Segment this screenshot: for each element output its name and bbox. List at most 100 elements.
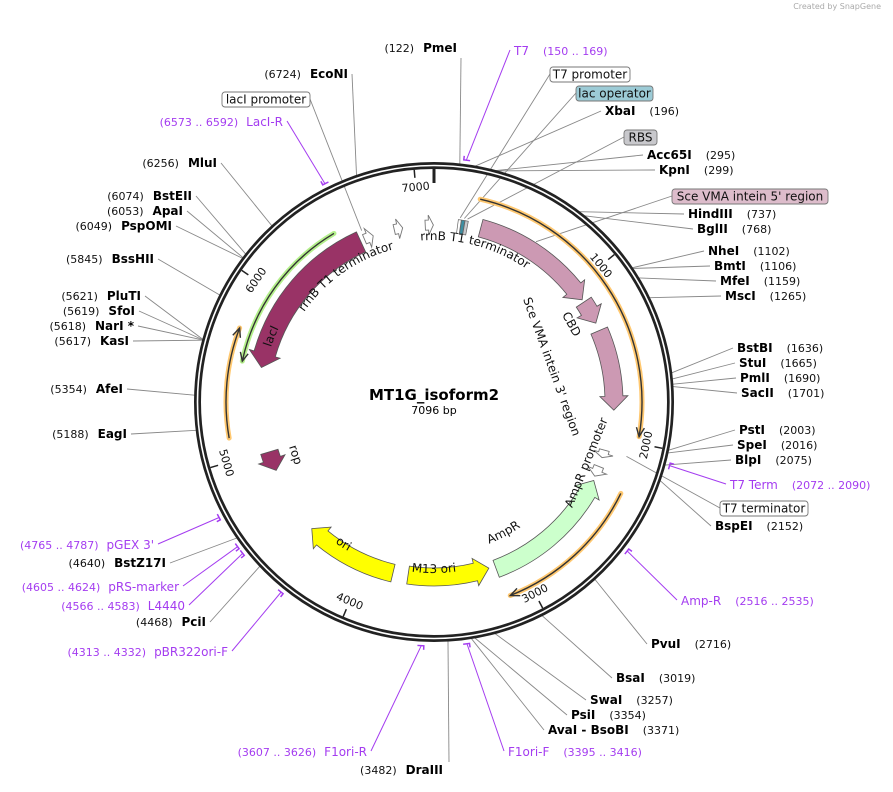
site-position: (5617): [54, 335, 91, 348]
site-leader-line: [594, 579, 648, 645]
primer-name: pGEX 3': [107, 538, 154, 552]
orf-arc-glow: [223, 325, 243, 441]
tick-label: 4000: [334, 590, 365, 613]
site-leader-line: [351, 73, 357, 176]
feature-box: [575, 85, 654, 102]
site-name: PciI: [182, 615, 207, 629]
site-position: (2152): [767, 520, 804, 533]
site-label-text: (6724)EcoNI: [264, 67, 348, 81]
site-label-text: (5188) EagI: [52, 427, 127, 441]
orf-arc: [225, 327, 241, 439]
site-label-text: (6074)BstEII: [107, 189, 192, 203]
site-label-text: StuI(1665): [739, 356, 817, 370]
site-name: SacII: [741, 386, 774, 400]
site-name: BlpI: [735, 453, 761, 467]
primer-name: T7 Term: [729, 478, 778, 492]
label-leader-lines: [126, 49, 738, 763]
site-name: BspEI: [715, 519, 753, 533]
tick-label: 2000: [637, 430, 655, 460]
feature-rop: [257, 448, 286, 471]
site-leader-line: [584, 215, 694, 230]
site-leader-line: [671, 347, 734, 374]
site-position: (6724): [264, 68, 301, 81]
feature-leader-line: [309, 98, 363, 231]
site-label: (5618)NarI *: [49, 319, 134, 333]
primer-marker: [216, 513, 222, 523]
orf-arc: [510, 493, 622, 597]
site-leader-line: [459, 57, 462, 164]
feature-box-text: T7 terminator: [722, 502, 806, 516]
site-label: AvaI - BsoBI(3371): [548, 723, 679, 737]
site-leader-line: [495, 154, 644, 172]
primer-range: (4566 .. 4583): [61, 600, 140, 613]
site-leader-line: [144, 295, 204, 340]
site-position: (3257): [636, 694, 673, 707]
site-position: (3371): [643, 724, 680, 737]
site-label: BsaI(3019): [616, 671, 695, 685]
site-leader-line: [672, 386, 738, 394]
site-label-text: PstI(2003): [739, 423, 816, 437]
site-position: (5188): [52, 428, 89, 441]
feature-box-label: T7 terminator: [719, 500, 809, 517]
tick-label: 6000: [243, 265, 270, 295]
site-label-text: NheI(1102): [708, 244, 790, 258]
site-label: StuI(1665): [739, 356, 817, 370]
primer-range: (150 .. 169): [543, 45, 608, 58]
site-position: (5619): [63, 305, 100, 318]
site-position: (1102): [753, 245, 790, 258]
site-name: PmlI: [740, 371, 770, 385]
site-label-text: (6256)MluI: [142, 156, 217, 170]
site-label-text: SwaI(3257): [590, 693, 673, 707]
primer-marker: [277, 589, 285, 598]
site-label: (6256)MluI: [142, 156, 217, 170]
feature-rrnb-t1-terminator: [361, 227, 374, 249]
site-label-text: MfeI(1159): [720, 274, 800, 288]
feature-box-label: lacI promoter: [221, 91, 311, 108]
site-name: SfoI: [108, 304, 135, 318]
orf-arc: [480, 198, 643, 437]
site-name: BstZ17I: [114, 556, 166, 570]
orf-arrowhead: [232, 326, 242, 338]
site-position: (2003): [779, 424, 816, 437]
site-label-text: Acc65I(295): [647, 148, 735, 162]
orf-arcs: [223, 196, 645, 599]
orf-arrowhead: [508, 587, 521, 597]
feature-laci: [248, 231, 367, 368]
site-name: EagI: [98, 427, 127, 441]
site-leader-line: [137, 325, 203, 341]
site-leader-line: [665, 459, 732, 466]
site-leader-line: [668, 429, 736, 451]
site-name: PmeI: [423, 41, 457, 55]
tick-mark: [607, 253, 615, 261]
site-name: BstEII: [153, 189, 192, 203]
site-label: NheI(1102): [708, 244, 790, 258]
site-name: BssHII: [112, 252, 154, 266]
site-label-text: (6053)ApaI: [107, 204, 183, 218]
site-label-text: SpeI(2016): [737, 438, 817, 452]
tick-mark: [241, 269, 249, 276]
site-label: BspEI (2152): [715, 519, 803, 533]
site-label: (5621)PluTI: [61, 289, 141, 303]
site-leader-line: [447, 641, 450, 763]
feature-box-text: lacI promoter: [226, 93, 306, 107]
site-label: PmlI(1690): [740, 371, 820, 385]
primer-range: (4605 .. 4624): [22, 581, 101, 594]
site-leader-line: [672, 377, 737, 385]
orf-arc: [241, 232, 335, 362]
site-label: (5617)KasI: [54, 334, 129, 348]
site-name: BstBI: [737, 341, 773, 355]
primer-marker: [239, 549, 246, 559]
primer-name: Amp-R: [681, 594, 721, 608]
site-position: (196): [649, 105, 679, 118]
site-name: PvuI: [651, 637, 681, 651]
feature-box-label: T7 promoter: [549, 66, 631, 83]
site-label-text: (5617)KasI: [54, 334, 129, 348]
ampr-label: AmpR: [485, 518, 523, 547]
feature-ampr-promoter: [593, 448, 614, 459]
feature-m13-ori: [406, 557, 490, 587]
site-leader-line: [175, 225, 243, 259]
site-label: (5188) EagI: [52, 427, 127, 441]
primer-range: (2516 .. 2535): [735, 595, 814, 608]
site-leader-line: [632, 265, 711, 269]
